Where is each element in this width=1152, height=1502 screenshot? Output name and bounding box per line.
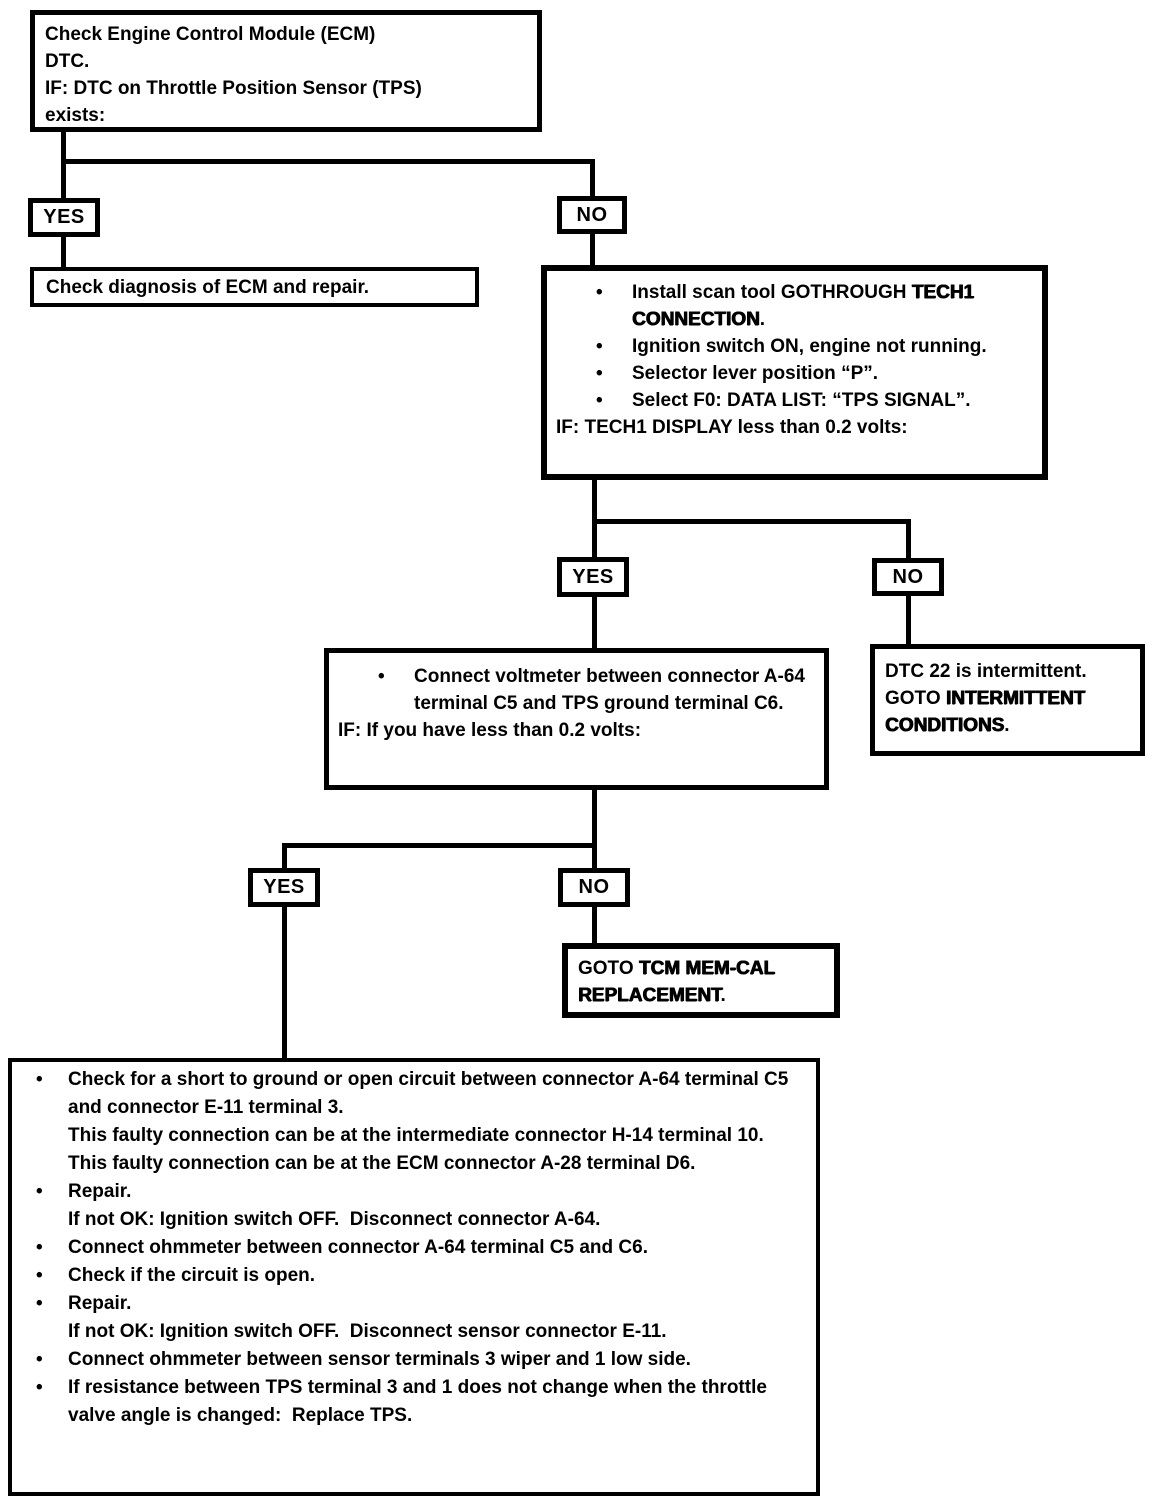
connector-scantool-to-yes2 — [592, 478, 597, 558]
connector-split3-to-yes3 — [282, 843, 287, 869]
connector-start-to-yes1 — [61, 130, 66, 198]
connector-no2-to-intermittent — [906, 594, 911, 645]
node-dtc22-intermittent: DTC 22 is intermittent.GOTO INTERMITTENT… — [870, 644, 1145, 756]
branch-no-1: NO — [557, 196, 627, 234]
bullet-icon: • — [36, 1349, 43, 1370]
connector-split1-horizontal — [61, 159, 595, 164]
branch-yes-2: YES — [557, 557, 629, 597]
connector-yes2-to-voltmeter — [592, 595, 597, 649]
connector-yes3-to-final — [282, 905, 287, 1059]
bullet-icon: • — [596, 336, 603, 357]
bullet-icon: • — [596, 363, 603, 384]
connector-split1-to-no1 — [590, 159, 595, 196]
connector-split3-horizontal — [282, 843, 597, 848]
bullet-icon: • — [596, 390, 603, 411]
node-final-circuit-checks: •Check for a short to ground or open cir… — [8, 1058, 820, 1496]
node-goto-memcal-replacement: GOTO TCM MEM-CAL REPLACEMENT. — [562, 943, 840, 1018]
branch-no-2: NO — [872, 558, 944, 596]
bullet-icon: • — [36, 1181, 43, 1202]
node-install-scan-tool: •Install scan tool GOTHROUGH TECH1 CONNE… — [541, 265, 1048, 480]
branch-no-3: NO — [558, 868, 630, 907]
connector-no3-to-memcal — [592, 905, 597, 944]
bullet-icon: • — [36, 1069, 43, 1090]
bullet-icon: • — [378, 666, 385, 687]
node-check-diagnosis-ecm: Check diagnosis of ECM and repair. — [30, 267, 479, 307]
node-check-ecm-dtc: Check Engine Control Module (ECM)DTC.IF:… — [30, 10, 542, 132]
connector-split2-to-no2 — [906, 519, 911, 559]
branch-yes-3: YES — [248, 868, 320, 907]
bullet-icon: • — [36, 1237, 43, 1258]
connector-voltmeter-to-no3 — [592, 788, 597, 869]
connector-no1-to-scantool — [590, 232, 595, 266]
branch-yes-1: YES — [28, 198, 100, 237]
connector-yes1-to-repair — [61, 235, 66, 268]
bullet-icon: • — [36, 1377, 43, 1398]
bullet-icon: • — [36, 1293, 43, 1314]
bullet-icon: • — [36, 1265, 43, 1286]
bullet-icon: • — [596, 282, 603, 303]
node-connect-voltmeter: •Connect voltmeter between connector A-6… — [324, 648, 829, 790]
connector-split2-horizontal — [592, 519, 911, 524]
